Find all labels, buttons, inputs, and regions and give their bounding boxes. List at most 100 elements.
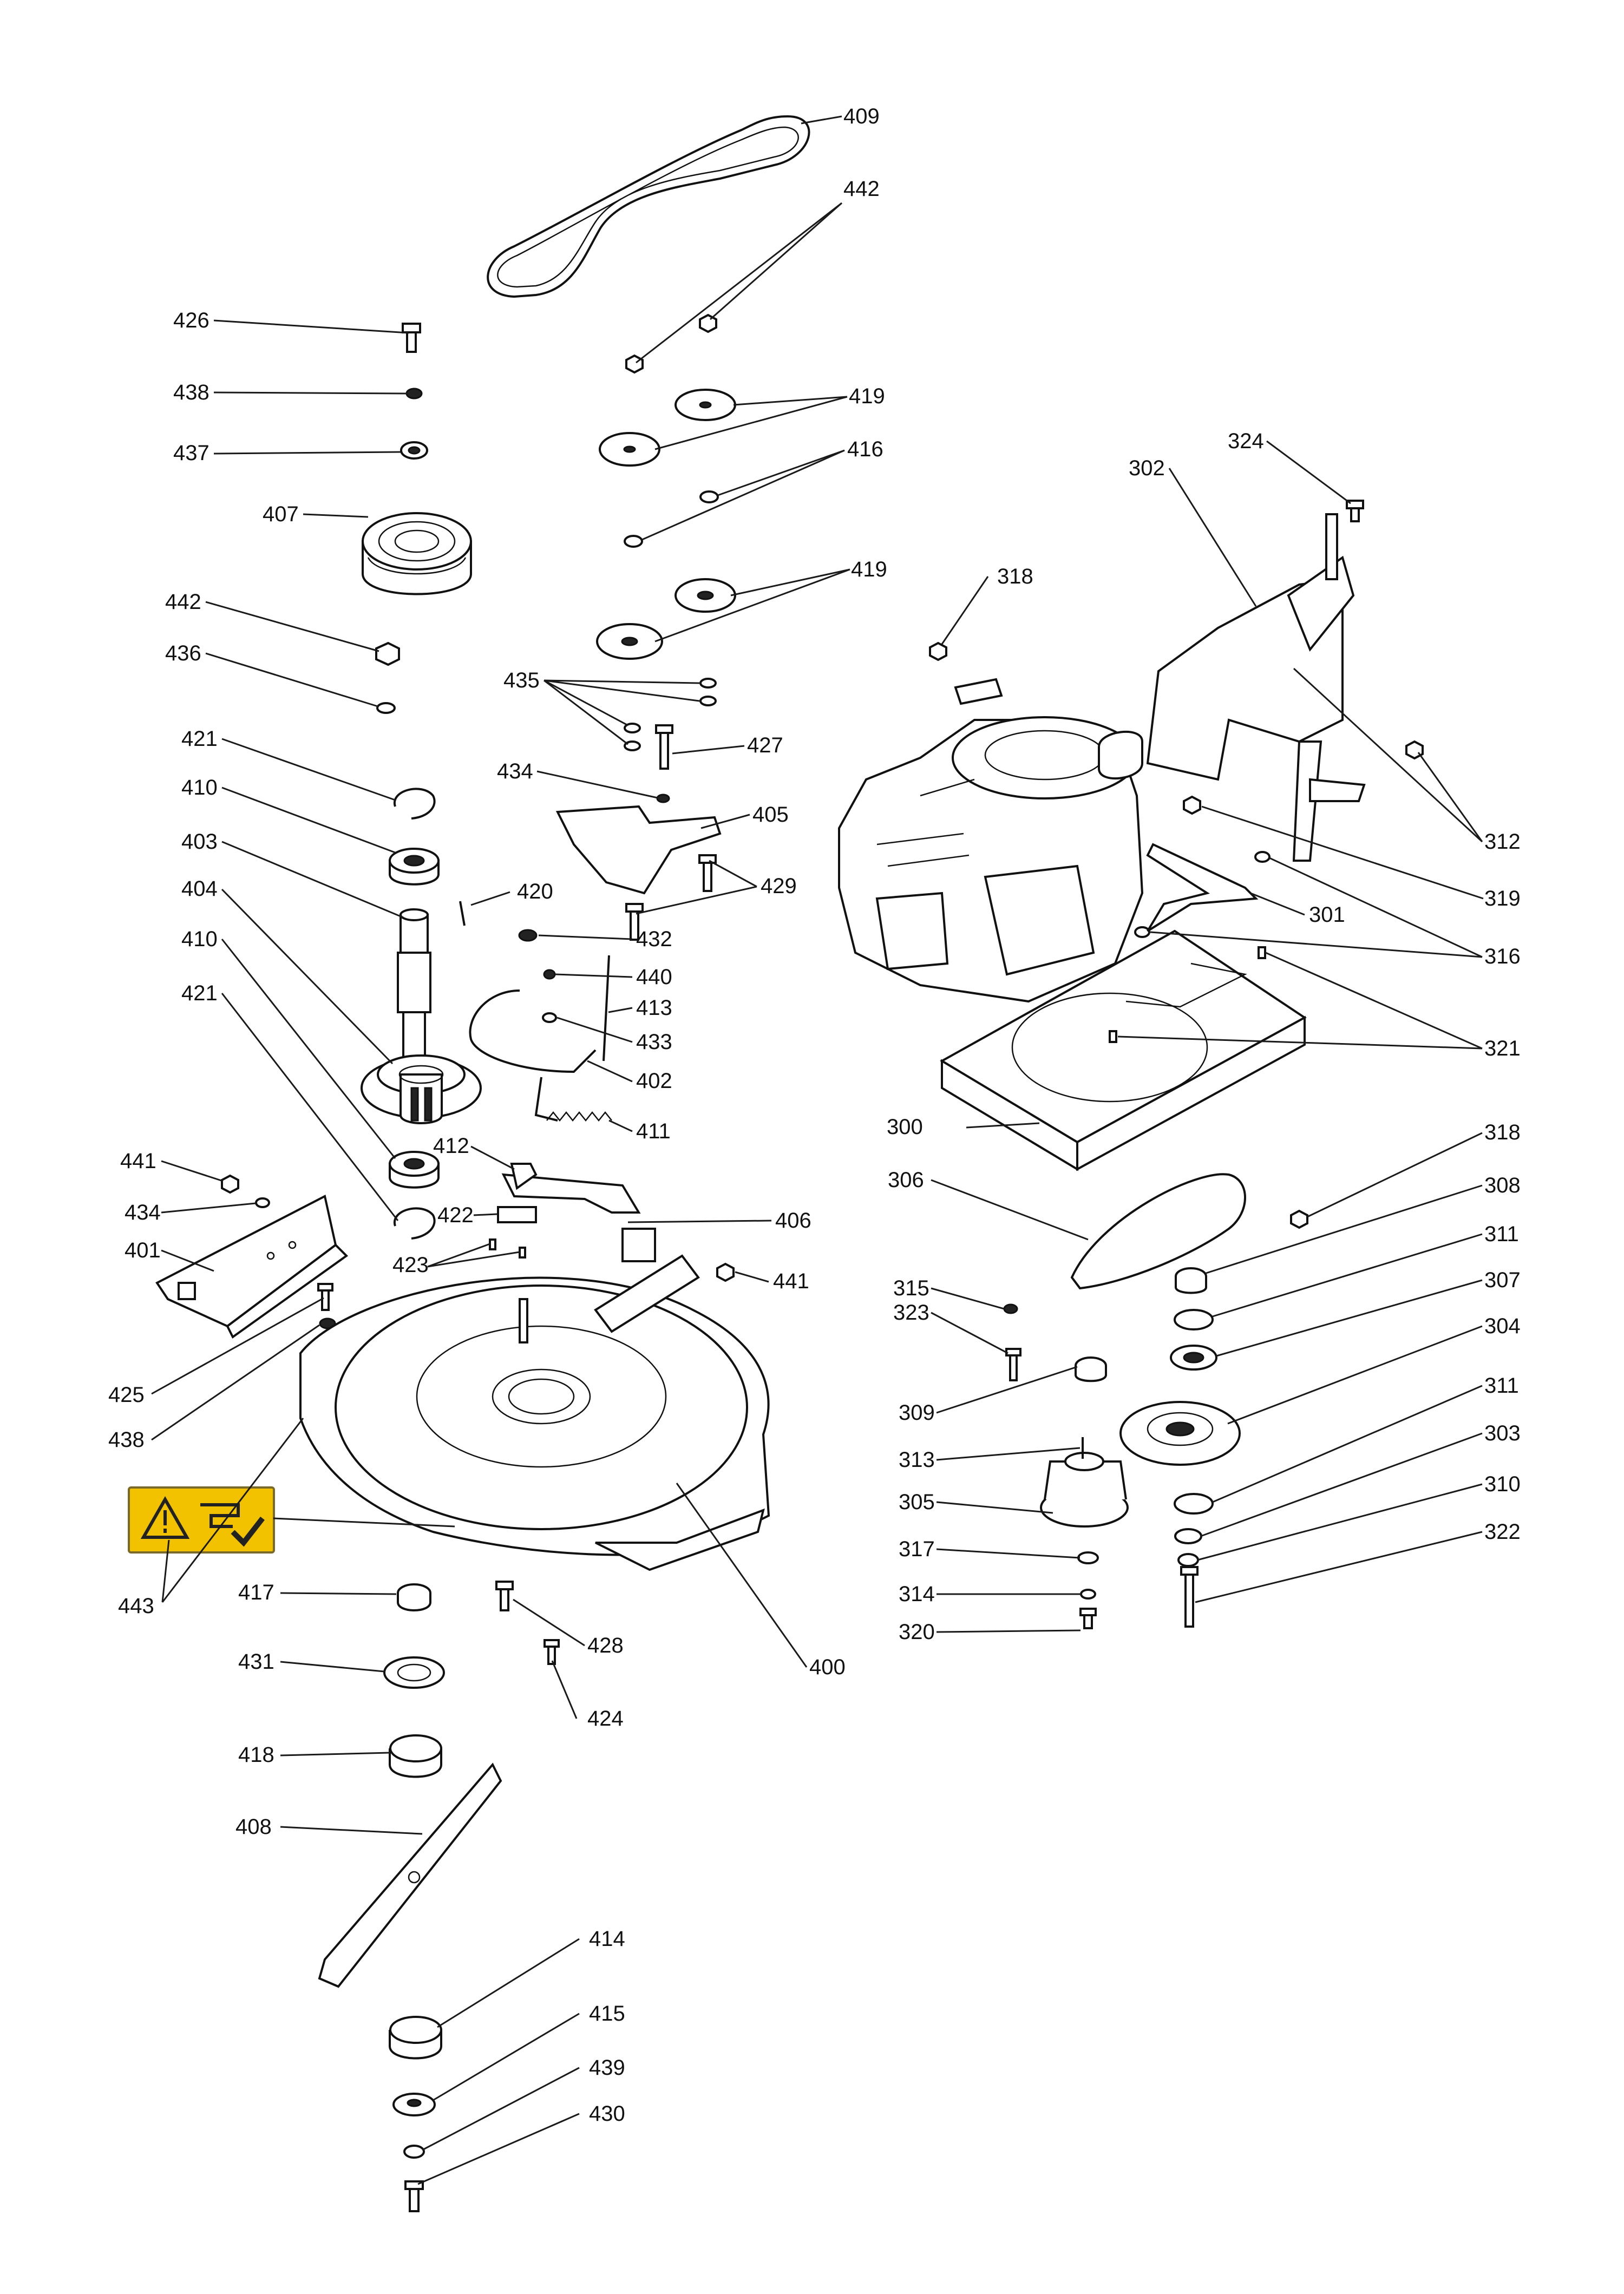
- callout-304: 304: [1484, 1314, 1521, 1338]
- callout-323: 323: [893, 1301, 929, 1325]
- spring-411: [546, 1111, 612, 1122]
- callout-322: 322: [1484, 1520, 1521, 1544]
- circlip-421a: [393, 788, 436, 820]
- washer-436: [376, 702, 396, 714]
- washer-416b: [624, 535, 643, 548]
- bolt-429a: [698, 854, 717, 892]
- callout-405: 405: [752, 803, 789, 827]
- callout-414: 414: [589, 1927, 625, 1951]
- bolt-429b: [625, 903, 644, 941]
- bolt-428: [495, 1581, 514, 1611]
- pulley-407: [362, 512, 472, 595]
- callout-411: 411: [636, 1119, 671, 1143]
- washer-314: [1080, 1589, 1096, 1600]
- plate-422: [497, 1206, 537, 1223]
- callout-308: 308: [1484, 1174, 1521, 1197]
- callout-424: 424: [587, 1707, 624, 1731]
- callout-306: 306: [888, 1168, 924, 1192]
- callout-423: 423: [392, 1253, 429, 1277]
- callout-412: 412: [433, 1134, 469, 1158]
- callout-404: 404: [181, 877, 218, 901]
- callout-427: 427: [747, 733, 783, 757]
- callout-421: 421: [181, 981, 218, 1005]
- callout-312: 312: [1484, 830, 1521, 854]
- washer-431: [383, 1656, 445, 1689]
- pulley-305: [1040, 1452, 1129, 1528]
- washer-435d: [624, 740, 641, 751]
- callout-432: 432: [636, 927, 672, 951]
- callout-305: 305: [899, 1490, 935, 1514]
- callout-431: 431: [238, 1650, 274, 1674]
- callout-433: 433: [636, 1030, 672, 1054]
- bushing-418: [389, 1734, 442, 1778]
- lever-406: [501, 1173, 641, 1214]
- callout-418: 418: [238, 1743, 274, 1767]
- callout-301: 301: [1309, 903, 1345, 927]
- nut-310: [1177, 1553, 1199, 1567]
- callout-317: 317: [899, 1537, 935, 1561]
- nut-319: [1183, 795, 1201, 815]
- spacer-308: [1175, 1267, 1207, 1294]
- callout-410: 410: [181, 776, 218, 799]
- washer-439: [403, 2145, 425, 2159]
- nut-442a1: [699, 313, 717, 333]
- screw-425: [317, 1283, 333, 1311]
- belt-409: [487, 115, 810, 298]
- callout-413: 413: [636, 996, 672, 1020]
- nut-441b: [716, 1262, 735, 1282]
- bracket-401: [155, 1195, 349, 1339]
- callout-311: 311: [1484, 1374, 1519, 1398]
- callout-415: 415: [589, 2002, 625, 2026]
- callout-409: 409: [843, 104, 880, 128]
- washer-435b: [699, 696, 717, 706]
- rod-402: [469, 989, 597, 1122]
- callout-400: 400: [809, 1655, 846, 1679]
- bolt-426: [402, 323, 421, 353]
- callout-318: 318: [1484, 1120, 1521, 1144]
- belt-306: [1070, 1173, 1246, 1290]
- callout-443: 443: [118, 1594, 154, 1618]
- washer-438a: [405, 388, 423, 399]
- callout-420: 420: [517, 880, 553, 903]
- callout-434: 434: [125, 1201, 161, 1224]
- callout-425: 425: [108, 1383, 145, 1407]
- callout-labels: 409 442 426 438 419 437 416 407 419 442 …: [108, 104, 1521, 2126]
- blade-408: [318, 1762, 502, 1988]
- washer-316b: [1134, 926, 1150, 938]
- washer-434a: [656, 794, 670, 803]
- callout-319: 319: [1484, 887, 1521, 910]
- pin-420: [459, 901, 466, 926]
- washer-416a: [699, 490, 719, 503]
- circlip-421b: [393, 1207, 436, 1240]
- callout-402: 402: [636, 1069, 672, 1093]
- callout-442: 442: [843, 177, 880, 201]
- callout-438: 438: [108, 1428, 145, 1452]
- bushing-414: [389, 2016, 442, 2060]
- washer-317: [1077, 1551, 1099, 1564]
- engine-guard-302: [1146, 513, 1366, 862]
- callout-315: 315: [893, 1276, 929, 1300]
- screw-320: [1079, 1608, 1097, 1629]
- screw-321a: [1258, 946, 1266, 959]
- nut-442a2: [625, 354, 644, 374]
- callout-314: 314: [899, 1582, 935, 1606]
- bolt-322: [1180, 1566, 1199, 1628]
- callout-324: 324: [1228, 429, 1264, 453]
- part-drawings: [128, 115, 1424, 2212]
- callout-303: 303: [1484, 1421, 1521, 1445]
- callout-429: 429: [761, 874, 797, 898]
- washer-435a: [699, 678, 717, 689]
- callout-437: 437: [173, 441, 209, 465]
- washer-316a: [1254, 851, 1271, 863]
- washer-433: [542, 1012, 557, 1023]
- bolt-324: [1346, 500, 1364, 522]
- bushing-417: [397, 1583, 431, 1611]
- callout-311: 311: [1484, 1222, 1519, 1246]
- callout-309: 309: [899, 1401, 935, 1425]
- callout-441: 441: [773, 1269, 809, 1293]
- callout-406: 406: [775, 1209, 811, 1233]
- callout-408: 408: [235, 1815, 272, 1839]
- callout-422: 422: [437, 1203, 474, 1227]
- rod-413: [603, 955, 610, 1061]
